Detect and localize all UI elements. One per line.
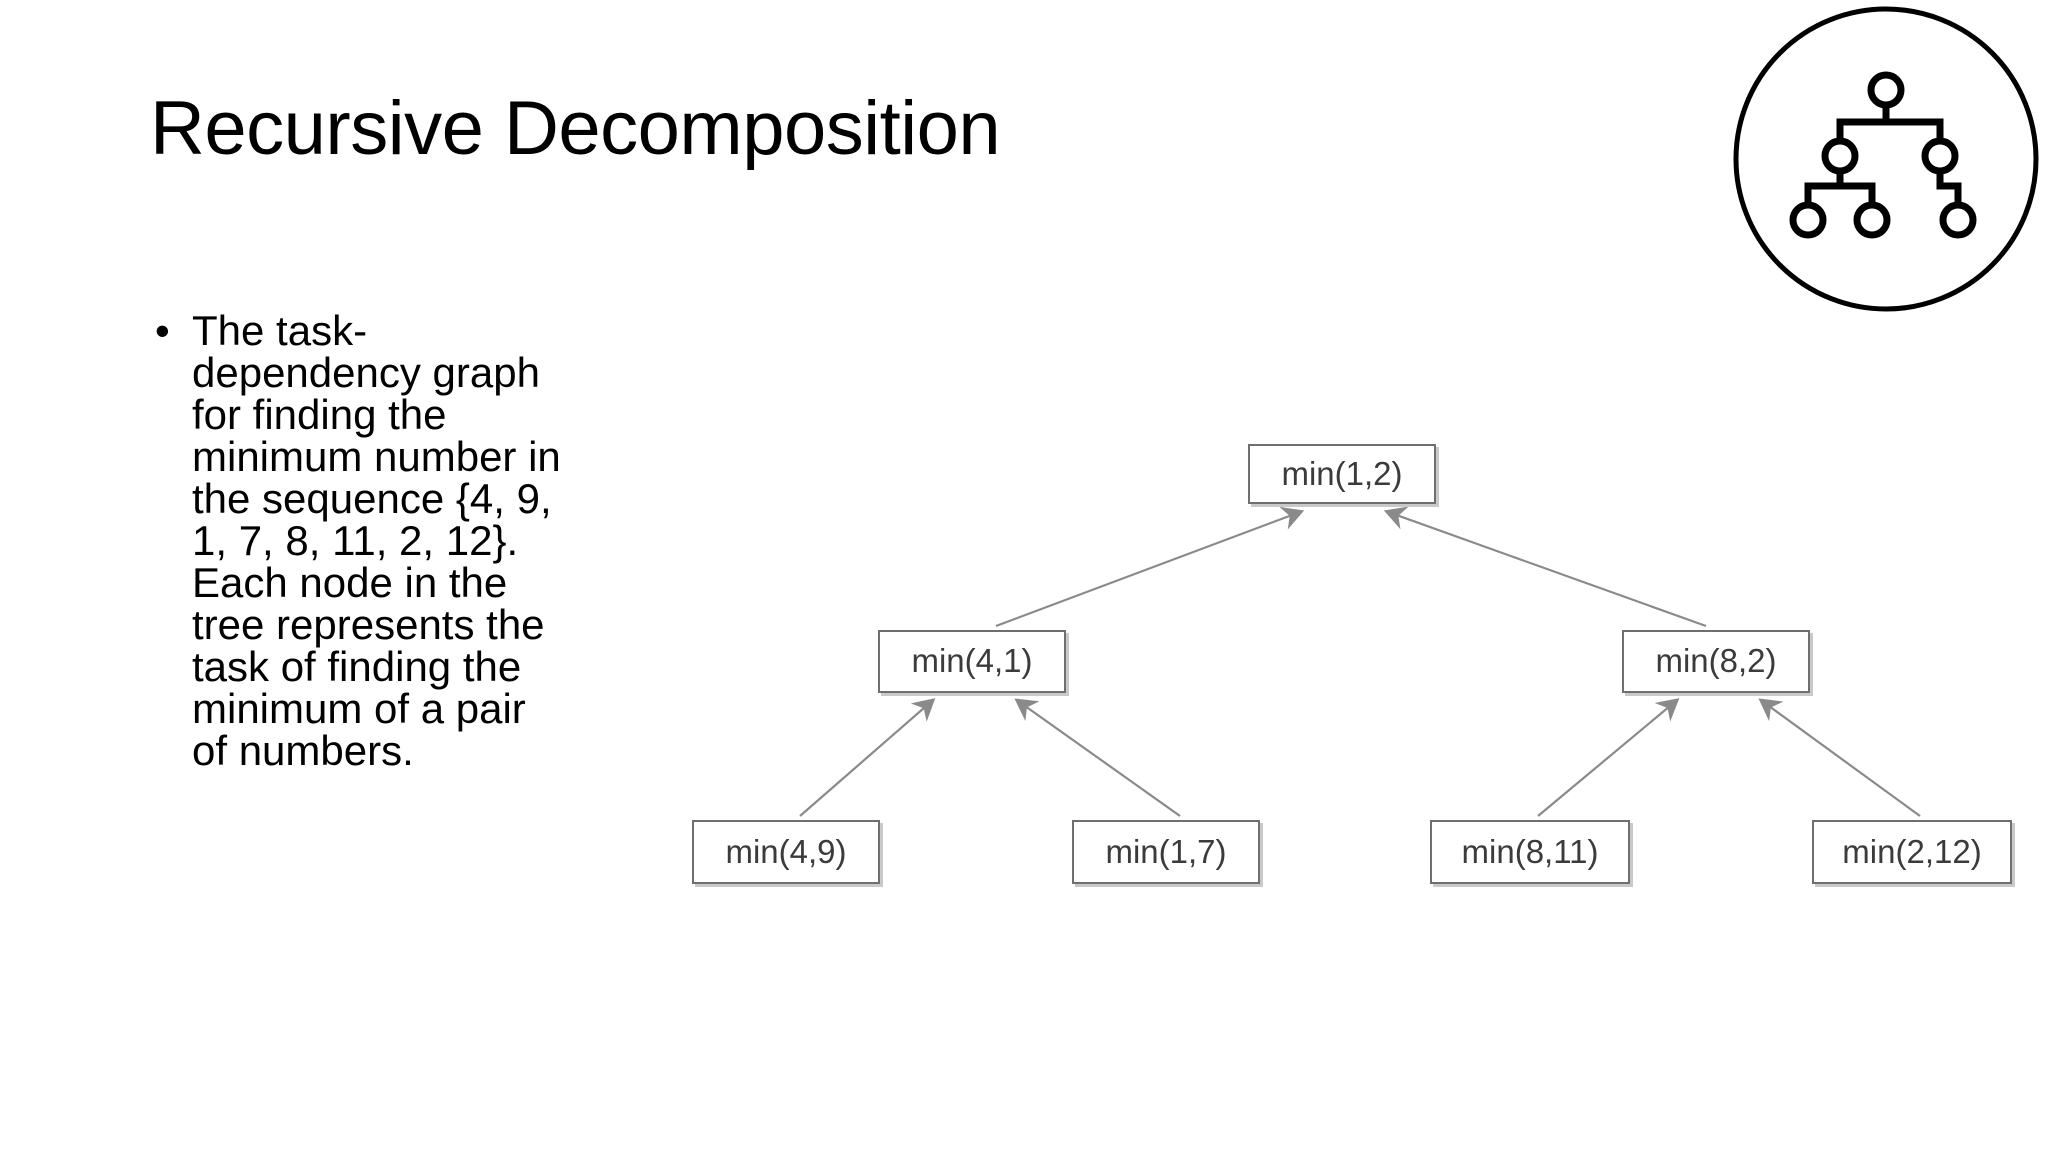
tree-node-root: min(1,2) xyxy=(1248,444,1436,504)
task-dependency-tree-figure: min(1,2) min(4,1) min(8,2) min(4,9) min(… xyxy=(640,420,2048,920)
tree-node-label: min(1,2) xyxy=(1281,454,1403,492)
tree-node-label: min(4,1) xyxy=(911,642,1033,679)
tree-edge xyxy=(799,698,936,817)
tree-edge xyxy=(1014,698,1181,817)
tree-node-label: min(8,11) xyxy=(1461,832,1599,870)
tree-node-right-1: min(8,2) xyxy=(1622,630,1810,693)
tree-node-leaf-2: min(1,7) xyxy=(1072,820,1260,884)
tree-edge xyxy=(1383,506,1707,628)
tree-edge xyxy=(1758,698,1921,817)
tree-edge xyxy=(1537,698,1680,817)
tree-node-leaf-3: min(8,11) xyxy=(1430,820,1630,884)
tree-node-label: min(4,9) xyxy=(725,832,847,870)
page-title: Recursive Decomposition xyxy=(150,86,1001,171)
bullet-marker-icon: • xyxy=(155,307,170,354)
bullet-text: The task-dependency graph for finding th… xyxy=(192,307,561,774)
tree-edge xyxy=(995,506,1305,628)
tree-node-left-1: min(4,1) xyxy=(878,630,1066,693)
tree-edges-svg xyxy=(799,506,1921,817)
tree-node-label: min(8,2) xyxy=(1655,642,1777,679)
tree-node-label: min(1,7) xyxy=(1105,832,1227,870)
list-item: • The task-dependency graph for finding … xyxy=(150,310,570,772)
tree-node-leaf-1: min(4,9) xyxy=(692,820,880,884)
tree-node-label: min(2,12) xyxy=(1842,832,1982,870)
bullet-list: • The task-dependency graph for finding … xyxy=(150,310,570,772)
tree-node-leaf-4: min(2,12) xyxy=(1812,820,2012,884)
hierarchy-tree-logo-icon xyxy=(1731,4,2041,314)
hierarchy-tree-logo-svg xyxy=(1733,6,2039,312)
